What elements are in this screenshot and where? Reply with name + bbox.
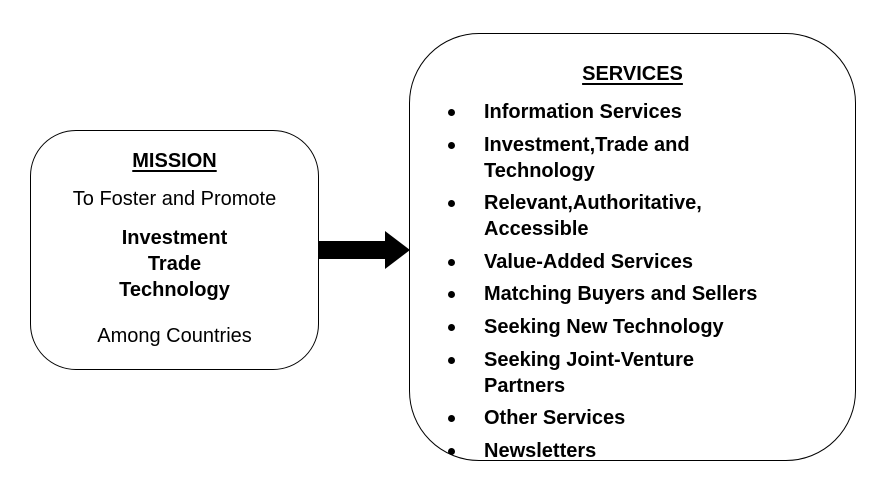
mission-focus-item: Technology [119, 279, 230, 301]
arrow-shape [319, 231, 410, 269]
service-item: Newsletters [448, 438, 774, 464]
mission-focus-list: Investment Trade Technology [31, 225, 318, 303]
service-item-label: Seeking Joint-Venture Partners [484, 348, 695, 397]
services-box: SERVICES Information Services Investment… [409, 33, 856, 462]
bullet-icon [448, 323, 455, 331]
service-item: Investment,Trade and Technology [448, 132, 774, 184]
service-item-label: Investment,Trade and Technology [484, 133, 690, 182]
service-item: Other Services [448, 405, 774, 431]
services-title: SERVICES [582, 63, 683, 85]
service-item-label: Other Services [484, 407, 626, 430]
service-item: Information Services [448, 99, 774, 125]
mission-title: MISSION [132, 150, 217, 172]
mission-focus-item: Trade [147, 253, 202, 275]
service-item: Value-Added Services [448, 249, 774, 275]
bullet-icon [448, 200, 455, 208]
service-item-label: Information Services [484, 101, 682, 123]
service-item-label: Matching Buyers and Sellers [484, 283, 758, 306]
service-item: Relevant,Authoritative, Accessible [448, 190, 774, 242]
mission-intro-text: To Foster and Promote [72, 188, 277, 210]
bullet-icon [448, 356, 455, 364]
mission-outro-text: Among Countries [97, 325, 252, 347]
right-arrow-icon [319, 231, 410, 269]
bullet-icon [448, 291, 455, 299]
service-item-label: Newsletters [484, 439, 597, 462]
bullet-icon [448, 141, 455, 149]
bullet-icon [448, 415, 455, 423]
service-item-label: Seeking New Technology [484, 315, 724, 338]
service-item: Seeking New Technology [448, 314, 774, 340]
mission-focus-item: Investment [121, 227, 228, 249]
service-item-label: Relevant,Authoritative, Accessible [484, 192, 702, 241]
bullet-icon [448, 258, 455, 266]
service-item: Seeking Joint-Venture Partners [448, 347, 774, 399]
service-item-label: Value-Added Services [484, 250, 693, 273]
bullet-icon [448, 109, 455, 116]
mission-box: MISSION To Foster and Promote Investment… [30, 130, 319, 370]
bullet-icon [448, 447, 455, 455]
service-item: Matching Buyers and Sellers [448, 281, 774, 307]
services-list: Information Services Investment,Trade an… [448, 99, 774, 470]
